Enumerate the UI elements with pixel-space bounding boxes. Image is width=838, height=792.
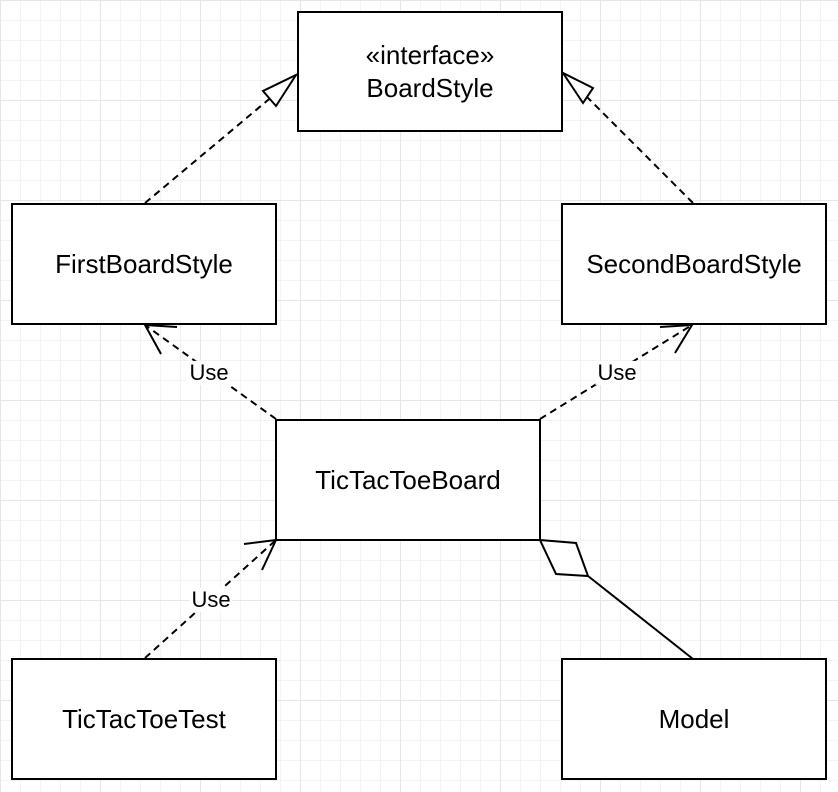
class-name: BoardStyle [366, 72, 494, 103]
class-firstboardstyle[interactable]: FirstBoardStyle [11, 203, 277, 325]
class-name: FirstBoardStyle [55, 248, 233, 279]
edge-label-use: Use [189, 586, 233, 613]
edge-secondboardstyle-realizes-boardstyle [560, 70, 694, 204]
class-name: TicTacToeBoard [315, 464, 501, 495]
edge-label-use: Use [595, 359, 639, 386]
class-name: SecondBoardStyle [586, 248, 802, 279]
class-name: TicTacToeTest [62, 703, 226, 734]
edge-model-aggregated-by-tictactoeboard [538, 538, 694, 660]
edge-tictactoeboard-uses-firstboardstyle [143, 323, 277, 420]
realization-arrowhead [560, 70, 595, 105]
aggregation-diamond [538, 538, 590, 578]
class-stereotype: «interface» [365, 40, 495, 70]
class-model[interactable]: Model [561, 658, 827, 780]
edge-firstboardstyle-realizes-boardstyle [144, 72, 299, 204]
class-boardstyle[interactable]: «interface» BoardStyle [297, 11, 563, 132]
realization-arrowhead [261, 72, 299, 108]
class-tictactoetest[interactable]: TicTacToeTest [11, 658, 277, 780]
edge-label-use: Use [187, 359, 231, 386]
class-secondboardstyle[interactable]: SecondBoardStyle [561, 203, 827, 325]
class-name: Model [658, 703, 730, 734]
dependency-arrowhead [659, 323, 694, 354]
dependency-arrowhead [143, 323, 178, 355]
class-tictactoeboard[interactable]: TicTacToeBoard [275, 419, 541, 541]
